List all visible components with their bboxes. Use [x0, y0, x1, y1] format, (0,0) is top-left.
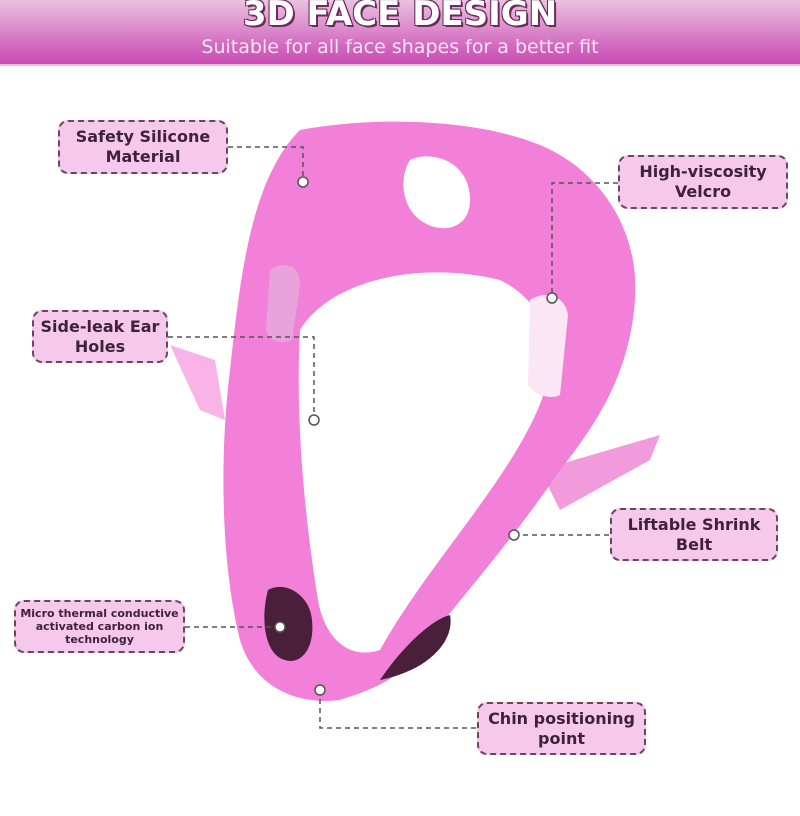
label-safety-silicone: Safety Silicone Material: [58, 120, 228, 174]
label-ear-holes: Side-leak Ear Holes: [32, 310, 168, 363]
label-shrink-belt: Liftable Shrink Belt: [610, 508, 778, 561]
label-carbon-tech: Micro thermal conductive activated carbo…: [14, 600, 185, 653]
page-subtitle: Suitable for all face shapes for a bette…: [201, 36, 599, 58]
silicone-marker: [297, 176, 309, 188]
page-title: 3D FACE DESIGN: [242, 0, 558, 34]
label-velcro: High-viscosity Velcro: [618, 155, 788, 209]
velcro-marker: [546, 292, 558, 304]
label-chin-point: Chin positioning point: [477, 702, 646, 755]
carbon-marker: [274, 621, 286, 633]
chin-marker: [314, 684, 326, 696]
shrink-belt-marker: [508, 529, 520, 541]
ear-hole-marker: [308, 414, 320, 426]
header-banner: 3D FACE DESIGN Suitable for all face sha…: [0, 0, 800, 66]
